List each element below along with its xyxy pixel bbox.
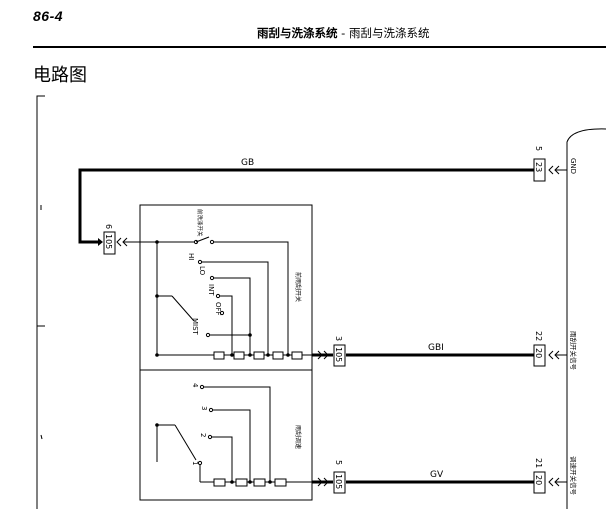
connector-box bbox=[333, 471, 346, 494]
wire-speed-3 bbox=[213, 409, 251, 482]
resistor bbox=[253, 351, 265, 360]
junction-dot bbox=[248, 480, 252, 484]
position-label-lo: LO bbox=[198, 266, 206, 276]
speed-switch-blade bbox=[174, 424, 197, 461]
switch-contact-mist bbox=[205, 332, 211, 338]
header-rule bbox=[33, 46, 606, 48]
connector-chevron bbox=[116, 237, 122, 247]
position-label-3: 3 bbox=[200, 406, 208, 410]
wire-lo bbox=[214, 277, 251, 355]
signal-label-speed-switch: 调速开关信号 bbox=[569, 456, 578, 496]
speed-contact-1 bbox=[197, 460, 203, 466]
junction-dot bbox=[268, 480, 272, 484]
wire-speed-4 bbox=[204, 386, 271, 482]
connector-chevron bbox=[317, 350, 323, 360]
position-label-4: 4 bbox=[191, 383, 199, 388]
wire-label-gb: GB bbox=[241, 158, 254, 168]
connector-pin: 5 bbox=[534, 146, 543, 151]
right-boundary-line bbox=[566, 128, 606, 509]
resistor bbox=[233, 351, 245, 360]
junction-dot bbox=[230, 353, 234, 357]
junction-dot bbox=[248, 353, 252, 357]
position-label-2: 2 bbox=[199, 433, 207, 437]
connector-chevron bbox=[548, 350, 554, 360]
switch-assembly-box bbox=[139, 204, 313, 501]
page-number: 86-4 bbox=[33, 8, 64, 24]
junction-dot bbox=[230, 480, 234, 484]
header-title-normal: 雨刮与洗涤系统 bbox=[348, 26, 430, 40]
connector-chevron bbox=[548, 477, 554, 487]
header-title-bold: 雨刮与洗涤系统 bbox=[257, 26, 338, 40]
connector-box bbox=[533, 158, 546, 182]
wire-internal bbox=[214, 241, 289, 355]
arrow-into-connector bbox=[98, 238, 103, 246]
switch-contact-hi bbox=[197, 259, 203, 265]
junction-dot bbox=[155, 353, 159, 357]
resistor bbox=[213, 351, 225, 360]
wiper-switch-blade bbox=[171, 295, 195, 322]
connector-chevron bbox=[317, 477, 323, 487]
junction-dot bbox=[248, 333, 252, 337]
resistor bbox=[291, 351, 303, 360]
resistor bbox=[274, 478, 287, 487]
resistor bbox=[213, 478, 226, 487]
washer-switch-label: 前洗涤开关 bbox=[196, 209, 204, 237]
connector-pin: 3 bbox=[334, 336, 343, 341]
switch-contact-lo bbox=[209, 275, 215, 281]
connector-id: 105 bbox=[334, 474, 343, 489]
connector-pin: 21 bbox=[534, 458, 543, 468]
wire-speed-2 bbox=[212, 436, 233, 482]
position-label-mist: MIST bbox=[191, 318, 199, 336]
left-bracket-line bbox=[36, 95, 45, 509]
connector-pin: 6 bbox=[104, 224, 113, 229]
connector-id: 20 bbox=[534, 475, 543, 485]
signal-label-gnd: GND bbox=[569, 158, 577, 174]
junction-dot bbox=[155, 423, 159, 427]
wire-gb bbox=[78, 168, 534, 244]
resistor bbox=[235, 478, 248, 487]
resistor bbox=[272, 351, 284, 360]
wire-label-gbi: GBI bbox=[428, 343, 444, 353]
connector-box bbox=[333, 344, 346, 367]
junction-dot bbox=[266, 353, 270, 357]
connector-chevron bbox=[548, 165, 554, 175]
position-label-int: INT bbox=[207, 284, 215, 296]
speed-contact-3 bbox=[208, 407, 214, 413]
resistor bbox=[253, 478, 266, 487]
switch-contact-off bbox=[219, 310, 225, 316]
connector-chevron bbox=[323, 477, 329, 487]
switch-contact bbox=[209, 239, 215, 245]
wiper-switch-label: 前雨刮开关 bbox=[294, 272, 302, 302]
wire-label-gv: GV bbox=[430, 470, 444, 480]
position-label-hi: HI bbox=[187, 253, 195, 260]
connector-pin: 5 bbox=[334, 460, 343, 465]
section-title: 电路图 bbox=[33, 65, 87, 86]
connector-box bbox=[533, 344, 546, 367]
position-label-off: OFF bbox=[214, 302, 222, 316]
position-label-1: 1 bbox=[191, 461, 199, 465]
connector-box bbox=[533, 471, 546, 494]
wire-hi bbox=[202, 261, 269, 355]
speed-switch-label: 雨刮调速 bbox=[294, 425, 302, 449]
left-bracket-mark bbox=[40, 434, 43, 440]
connector-id: 20 bbox=[534, 348, 543, 358]
speed-contact-4 bbox=[199, 384, 205, 390]
connector-box bbox=[103, 231, 116, 255]
switch-contact-int bbox=[215, 293, 221, 299]
washer-switch-blade bbox=[195, 236, 210, 243]
page-header-title: 雨刮与洗涤系统 - 雨刮与洗涤系统 bbox=[257, 25, 429, 41]
connector-pin: 22 bbox=[534, 331, 543, 341]
connector-id: 23 bbox=[534, 162, 543, 172]
connector-id: 105 bbox=[104, 234, 113, 249]
connector-chevron bbox=[323, 350, 329, 360]
speed-contact-2 bbox=[207, 434, 213, 440]
signal-label-wiper-switch: 雨刮开关信号 bbox=[569, 331, 578, 371]
connector-id: 105 bbox=[334, 347, 343, 362]
junction-dot bbox=[155, 240, 159, 244]
junction-dot bbox=[286, 353, 290, 357]
header-title-separator: - bbox=[337, 26, 349, 40]
